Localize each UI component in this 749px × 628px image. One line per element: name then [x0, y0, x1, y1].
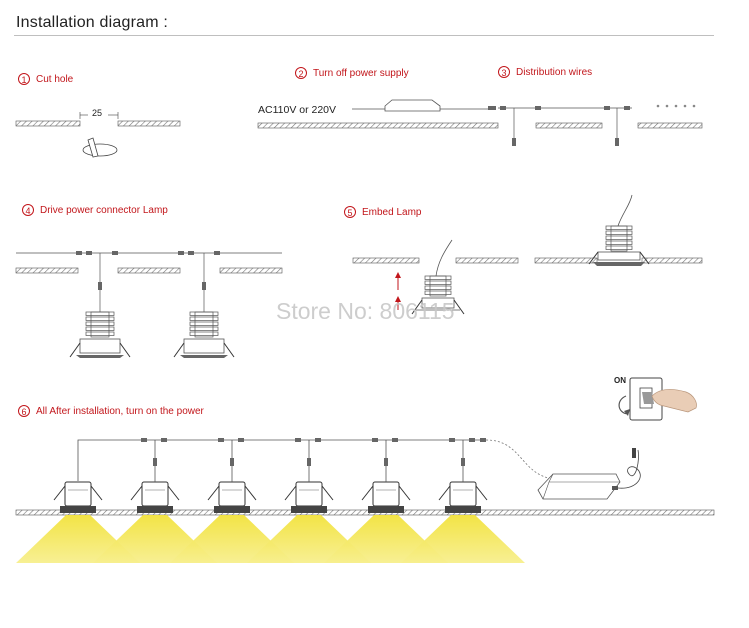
installed-lamp: [438, 481, 488, 513]
title-divider: [14, 35, 714, 36]
step-4-number: 4: [22, 204, 34, 216]
voltage-label: AC110V or 220V: [258, 104, 337, 116]
step-6-label: 6 All After installation, turn on the pow…: [18, 405, 204, 417]
wall-switch[interactable]: [618, 377, 697, 421]
step-2-text: Turn off power supply: [313, 68, 409, 79]
step-5-ceiling-right: [534, 194, 703, 264]
step-2-3-ceiling: [257, 99, 703, 146]
step-6-connectors: [141, 438, 486, 482]
step-1-number: 1: [18, 73, 30, 85]
hole-size-label: 25: [92, 108, 103, 118]
step-3-text: Distribution wires: [516, 67, 593, 78]
continuation-dots: [656, 104, 696, 108]
step-4-lamp-1: [69, 311, 131, 358]
step-4-ceiling: [15, 251, 283, 312]
installed-lamp: [207, 481, 257, 513]
step-1-label: 1 Cut hole: [18, 73, 73, 85]
step-2-label: 2 Turn off power supply: [295, 67, 409, 79]
step-3-number: 3: [498, 66, 510, 78]
switch-on-label: ON: [614, 376, 626, 385]
step-3-label: 3 Distribution wires: [498, 66, 592, 78]
step-4-lamp-2: [173, 311, 235, 358]
step-6-wiring: [77, 438, 549, 482]
installed-lamp: [53, 481, 103, 513]
page-title: Installation diagram :: [16, 14, 169, 31]
step-4-text: Drive power connector Lamp: [40, 205, 168, 216]
power-driver: [537, 448, 641, 500]
step-6-number: 6: [18, 405, 30, 417]
installed-lamp: [130, 481, 180, 513]
step-5-text: Embed Lamp: [362, 207, 422, 218]
installed-lamp: [284, 481, 334, 513]
installed-lamp: [361, 481, 411, 513]
step-1-ceiling: [15, 112, 181, 158]
step-4-label: 4 Drive power connector Lamp: [22, 204, 168, 216]
step-6-ceiling: [15, 509, 715, 516]
step-5-lamp-lifting: [411, 275, 465, 315]
step-2-number: 2: [295, 67, 307, 79]
step-5-number: 5: [344, 206, 356, 218]
step-5-lamp-embedded: [588, 225, 650, 266]
step-1-text: Cut hole: [36, 74, 74, 85]
step-6-lamps: [53, 481, 488, 513]
store-watermark: Store No: 806115: [276, 298, 455, 324]
step-6-light-beams: [16, 515, 525, 563]
step-6-text: All After installation, turn on the powe…: [36, 406, 204, 417]
step-5-ceiling-left: [352, 239, 519, 310]
step-5-label: 5 Embed Lamp: [344, 206, 421, 218]
